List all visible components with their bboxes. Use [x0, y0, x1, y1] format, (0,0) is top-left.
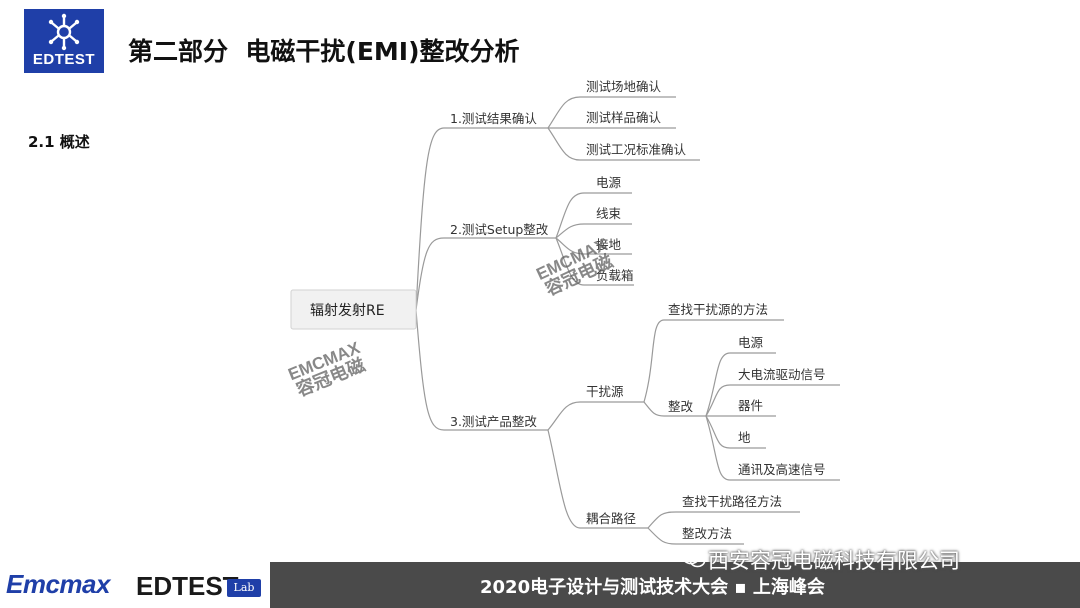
branch2-label: 2.测试Setup整改	[450, 222, 549, 237]
emcmax-logo: Emcmax	[6, 569, 110, 599]
connector-fix-5	[705, 415, 840, 481]
coupling-child-1: 查找干扰路径方法	[682, 494, 782, 509]
connector-fix-1	[705, 352, 776, 417]
fix-child-3: 器件	[738, 398, 763, 413]
connector-b2-c4	[555, 237, 634, 286]
wechat-icon	[682, 549, 706, 568]
fix-child-4: 地	[738, 430, 751, 445]
connector-root-branch2	[415, 237, 556, 311]
coupling-path-label: 耦合路径	[586, 511, 636, 526]
connector-coupling-1	[647, 511, 800, 529]
b2-child-2: 线束	[596, 206, 622, 221]
find-source-method-label: 查找干扰源的方法	[668, 302, 768, 317]
connector-fix-2	[705, 384, 840, 417]
connector-b3-interference	[547, 401, 644, 431]
fix-child-1: 电源	[738, 335, 764, 350]
fix-child-5: 通讯及高速信号	[738, 462, 826, 477]
logo-emblem-icon	[48, 13, 80, 51]
connector-b2-c1	[555, 192, 632, 239]
root-node-label: 辐射发射RE	[310, 303, 385, 319]
fix-child-2: 大电流驱动信号	[738, 367, 826, 382]
root-node-box	[290, 289, 417, 330]
connector-root-branch3	[415, 309, 548, 431]
connector-b1-c3	[547, 127, 700, 161]
fix-label: 整改	[668, 399, 694, 414]
lab-badge: Lab	[227, 579, 261, 597]
branch3-label: 3.测试产品整改	[450, 414, 537, 429]
footer-bar: Emcmax EDTEST Lab 2020电子设计与测试技术大会 ▪ 上海峰会	[0, 562, 1080, 608]
connector-b3-coupling	[547, 429, 648, 529]
connector-b2-c3	[555, 237, 632, 255]
footer-brand-area: Emcmax EDTEST Lab	[0, 562, 270, 608]
b1-child-3: 测试工况标准确认	[586, 142, 687, 157]
connector-coupling-2	[647, 527, 744, 545]
logo-text: EDTEST	[32, 51, 96, 68]
company-watermark: 西安容冠电磁科技有限公司	[708, 549, 960, 573]
edtest-lab-logo: EDTEST	[136, 571, 239, 601]
mindmap-diagram: 辐射发射RE 1.测试结果确认 2.测试Setup整改 3.测试产品整改 测试场…	[290, 79, 840, 545]
connector-fix-4	[705, 415, 766, 449]
connector-b2-c2	[555, 223, 632, 239]
connector-b1-c1	[547, 96, 676, 129]
section-heading: 2.1 概述	[28, 133, 90, 151]
connector-root-branch1	[415, 127, 548, 311]
connector-source-method	[643, 319, 784, 403]
b2-child-1: 电源	[596, 175, 622, 190]
b2-child-4: 负载箱	[596, 268, 634, 283]
b1-child-2: 测试样品确认	[586, 110, 662, 125]
edtest-logo: EDTEST	[24, 9, 104, 73]
page-title: 第二部分 电磁干扰(EMI)整改分析	[128, 37, 520, 66]
interference-source-label: 干扰源	[586, 384, 624, 399]
b1-child-1: 测试场地确认	[586, 79, 662, 94]
conference-title: 2020电子设计与测试技术大会 ▪ 上海峰会	[480, 577, 825, 598]
branch1-label: 1.测试结果确认	[450, 111, 537, 126]
connector-source-fix	[643, 401, 706, 417]
b2-child-3: 接地	[596, 237, 622, 252]
coupling-child-2: 整改方法	[682, 526, 732, 541]
